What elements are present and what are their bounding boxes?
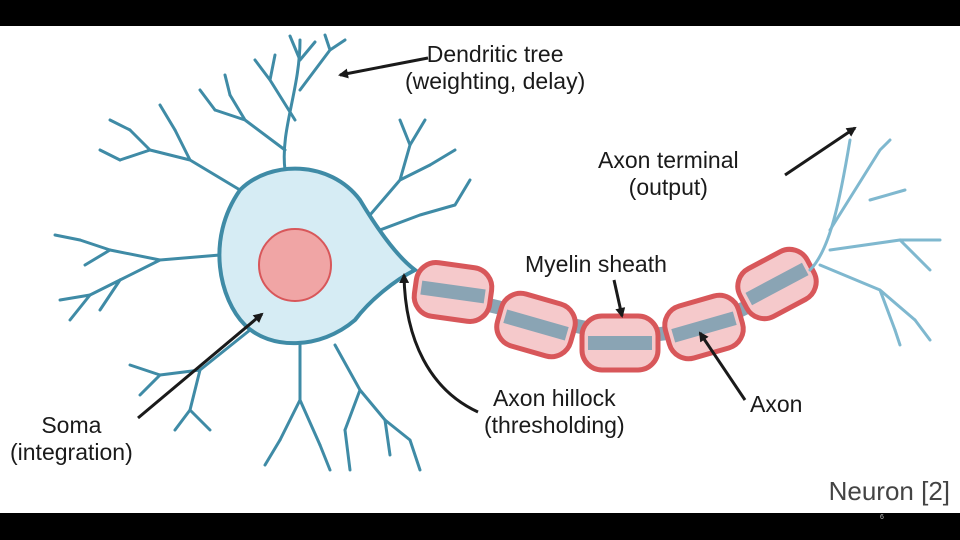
arrow-myelin-sheath	[612, 279, 626, 318]
label-dendritic-tree: Dendritic tree (weighting, delay)	[405, 41, 585, 95]
nucleus	[258, 228, 332, 302]
label-soma: Soma (integration)	[10, 412, 133, 466]
label-axon-terminal-title: Axon terminal	[598, 147, 739, 173]
arrow-axon-terminal	[784, 126, 857, 177]
bottom-letterbox	[0, 513, 960, 540]
annotation-arrows	[137, 56, 857, 420]
label-axon: Axon	[750, 391, 803, 417]
label-soma-role: (integration)	[10, 439, 133, 465]
label-axon-hillock-role: (thresholding)	[484, 412, 625, 438]
slide-caption: Neuron [2]	[828, 476, 950, 506]
dendritic-tree	[53, 33, 472, 472]
label-soma-title: Soma	[41, 412, 102, 438]
myelin-sheath	[411, 246, 819, 373]
label-axon-terminal: Axon terminal (output)	[598, 147, 739, 201]
axon-terminal	[808, 138, 942, 347]
label-myelin-sheath: Myelin sheath	[525, 251, 667, 277]
label-axon-hillock-title: Axon hillock	[492, 385, 616, 411]
page-number: 6	[880, 514, 884, 521]
arrow-axon	[698, 331, 747, 401]
label-axon-terminal-role: (output)	[628, 174, 708, 200]
label-dendritic-tree-role: (weighting, delay)	[405, 68, 586, 94]
arrow-soma	[137, 312, 264, 420]
arrow-dendritic-tree	[338, 56, 429, 79]
label-dendritic-tree-title: Dendritic tree	[426, 41, 564, 67]
arrow-axon-hillock	[399, 273, 479, 414]
label-axon-hillock: Axon hillock (thresholding)	[484, 385, 625, 439]
top-letterbox	[0, 0, 960, 26]
